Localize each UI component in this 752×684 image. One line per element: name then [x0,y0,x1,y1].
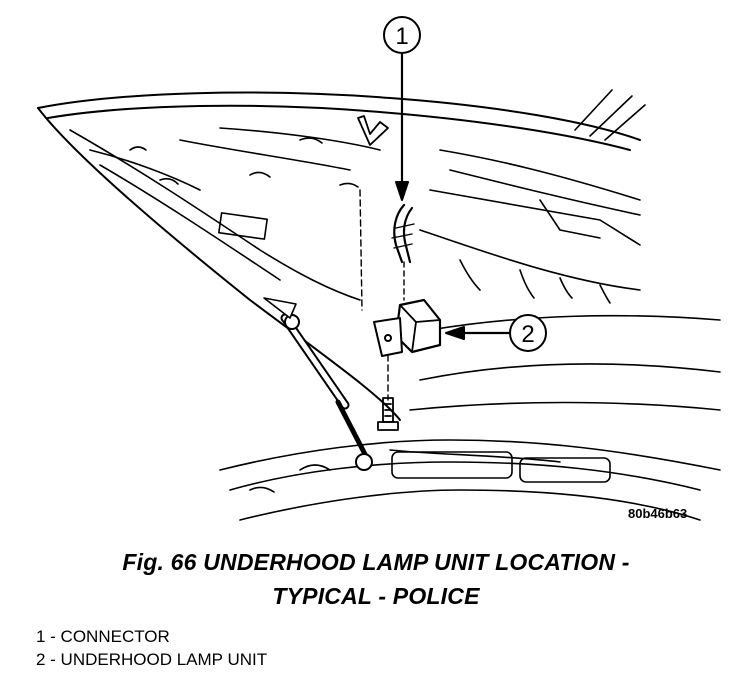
wire-routing-centerline [359,189,363,311]
callout-2: 2 [445,314,547,352]
mounting-bolt [377,397,399,431]
underhood-lamp-illustration: 1 2 [37,16,721,521]
windshield-lines [574,89,646,141]
figure-id: 80b46b63 [628,506,688,521]
hood-inner-lip [47,104,631,151]
connector [391,203,415,301]
callout-1-label: 1 [395,23,408,50]
underhood-lower-structure [219,314,721,521]
figure-caption-line-1: Fig. 66 UNDERHOOD LAMP UNIT LOCATION - [122,549,630,575]
figure-caption-line-2: TYPICAL - POLICE [272,583,480,609]
hood-inner-panel [69,127,641,304]
legend-item-lamp-unit: 2 - UNDERHOOD LAMP UNIT [36,650,268,669]
legend-item-connector: 1 - CONNECTOR [36,627,170,646]
hood-front-edge [37,107,401,421]
hood-support-strut [263,297,373,471]
hood-outer-edge [37,91,641,141]
hood-bracket [357,115,389,146]
legend: 1 - CONNECTOR 2 - UNDERHOOD LAMP UNIT [36,625,267,671]
underhood-lamp-unit [373,298,442,357]
callout-1: 1 [383,16,421,201]
callout-2-label: 2 [521,321,534,348]
